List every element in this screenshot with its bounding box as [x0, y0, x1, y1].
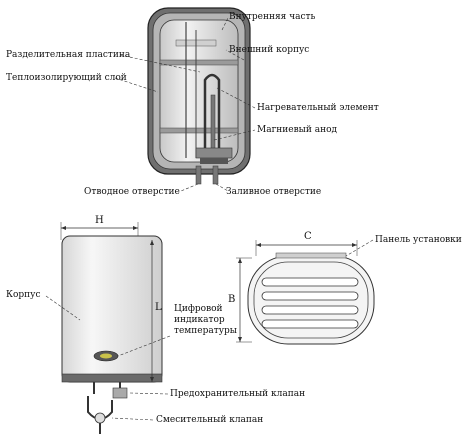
label-inner-part: Внутренняя часть — [229, 12, 316, 22]
label-thermo-indicator-1: Цифровой — [174, 304, 223, 314]
outlet-pipe-shape — [195, 165, 202, 185]
label-outlet-hole: Отводное отверстие — [84, 187, 180, 197]
label-separator-plate: Разделительная пластина — [6, 50, 131, 60]
label-magnesium-anode: Магниевый анод — [257, 125, 338, 135]
dimension-c: C — [304, 231, 312, 242]
safety-valve-shape — [112, 387, 128, 399]
dimension-b: B — [228, 294, 236, 305]
label-thermo-indicator-3: температуры — [174, 326, 237, 336]
label-mixer-valve: Смесительный клапан — [156, 415, 264, 425]
label-insulation-layer: Теплоизолирующий слой — [6, 73, 127, 83]
label-safety-valve: Предохранительный клапан — [170, 389, 306, 399]
heating-element-shape — [203, 73, 221, 160]
label-mount-panel: Панель установки — [375, 235, 462, 245]
heater-front-view — [60, 222, 163, 434]
label-outer-case: Внешний корпус — [229, 45, 310, 55]
mounting-panel-view — [236, 240, 375, 345]
label-thermo-indicator-2: индикатор — [174, 315, 225, 325]
separator-plate-shape — [159, 59, 239, 66]
tank-cutaway — [147, 7, 251, 185]
magnesium-anode-shape — [210, 94, 216, 156]
label-body: Корпус — [6, 290, 41, 300]
dimension-l: L — [155, 302, 162, 313]
label-heating-element: Нагревательный элемент — [257, 103, 379, 113]
inlet-pipe-shape — [212, 165, 219, 185]
dimension-h: H — [95, 215, 104, 226]
label-inlet-hole: Заливное отверстие — [226, 187, 322, 197]
